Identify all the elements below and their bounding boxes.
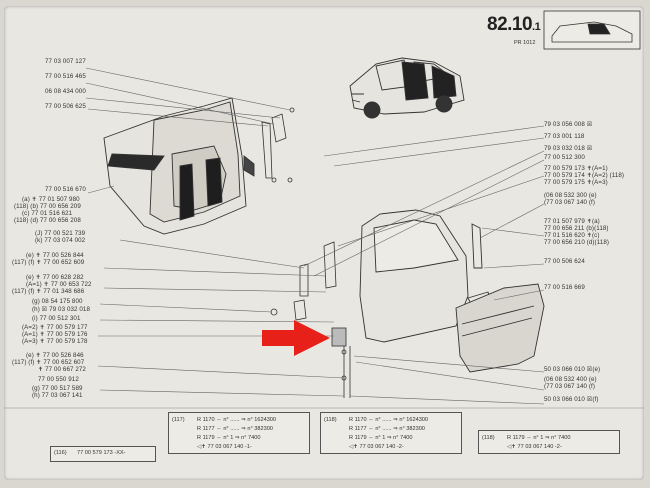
part-ref-right: 77 00 516 669 bbox=[544, 284, 585, 291]
part-ref-left: 77 03 007 127 bbox=[45, 58, 86, 65]
footer-note-117: (117) R 1170 ⇔ n° ...... ⇒ n° 1624300 R … bbox=[168, 412, 310, 454]
part-ref-left: 77 00 516 465 bbox=[45, 73, 86, 80]
part-ref-left: 77 00 550 912 bbox=[38, 376, 79, 383]
part-ref-right: (77 03 067 140 (f) bbox=[544, 199, 595, 206]
part-ref-left: (i) 77 00 512 301 bbox=[32, 315, 81, 322]
part-ref-right: 77 00 579 175 ✝(A=3) bbox=[544, 179, 608, 186]
part-ref-left: (117) (f) ✝ 77 00 652 609 bbox=[12, 259, 85, 266]
part-ref-right: (06 08 532 300 (e) bbox=[544, 192, 597, 199]
header-thumbnail-car bbox=[543, 10, 641, 50]
part-ref-right: 79 03 056 008 ☒ bbox=[544, 121, 593, 128]
part-ref-left: (h) 77 03 067 141 bbox=[32, 392, 83, 399]
door-diagram bbox=[4, 10, 644, 409]
part-ref-right: (06 08 532 400 (e) bbox=[544, 376, 597, 383]
part-ref-left: 06 08 434 000 bbox=[45, 88, 86, 95]
part-ref-right: 77 01 516 620 ✝(c) bbox=[544, 232, 600, 239]
part-ref-right: 77 03 001 118 bbox=[544, 133, 585, 140]
part-ref-right: 77 00 506 624 bbox=[544, 258, 585, 265]
part-ref-left: (a) ✝ 77 01 507 980 bbox=[22, 196, 80, 203]
part-ref-right: (77 03 067 140 (f) bbox=[544, 383, 595, 390]
car-illustration bbox=[349, 57, 465, 119]
part-ref-left: (A=1) ✝ 77 00 579 176 bbox=[22, 331, 88, 338]
window-channel-part bbox=[261, 107, 295, 183]
part-ref-left: (117) (f) ✝ 77 01 348 686 bbox=[12, 288, 85, 295]
part-ref-right: 77 00 656 211 (b)(118) bbox=[544, 225, 609, 232]
footer-note-116: (116) 77 00 579 173 -XX- bbox=[50, 446, 156, 462]
part-ref-right: 77 00 579 174 ✝(A=2) (118) bbox=[544, 172, 625, 179]
part-ref-left: (A=1) ✝ 77 00 653 722 bbox=[26, 281, 92, 288]
part-ref-left: (118) (d) 77 00 656 208 bbox=[14, 217, 81, 224]
hinge-parts bbox=[270, 241, 351, 398]
part-ref-left: (e) ✝ 77 00 526 844 bbox=[26, 252, 84, 259]
part-ref-right: 77 01 507 979 ✝(a) bbox=[544, 218, 600, 225]
part-ref-left: (e) ✝ 77 00 628 282 bbox=[26, 274, 84, 281]
part-ref-left: (A=2) ✝ 77 00 579 177 bbox=[22, 324, 88, 331]
part-ref-left: (e) ✝ 77 00 526 846 bbox=[26, 352, 84, 359]
part-ref-left: (117) (f) ✝ 77 00 652 607 bbox=[12, 359, 85, 366]
pr-code: PR 1012 bbox=[514, 40, 536, 46]
part-ref-right: 77 00 656 210 (d)(118) bbox=[544, 239, 610, 246]
parts-catalog-page: 82.10.1 PR 1012 bbox=[4, 6, 644, 480]
rear-door-panel bbox=[455, 283, 545, 373]
part-ref-left: (A=3) ✝ 77 00 579 178 bbox=[22, 338, 88, 345]
part-ref-left: (g) 08 54 175 800 bbox=[32, 298, 83, 305]
part-ref-left: (g) 77 00 517 589 bbox=[32, 385, 83, 392]
part-ref-left: ✝ 77 00 667 272 bbox=[38, 366, 86, 373]
footer-note-118-b: (118) R 1179 ⇔ n° 1 ⇒ n° 7400 ◁✝ 77 03 0… bbox=[478, 430, 620, 454]
right-door-illustration bbox=[359, 209, 493, 343]
red-pointer-arrow-icon bbox=[262, 320, 330, 356]
part-ref-right: 77 00 579 173 ✝(A=1) bbox=[544, 165, 608, 172]
page-number: 82.10.1 bbox=[487, 14, 541, 35]
part-ref-left: (k) 77 03 074 002 bbox=[35, 237, 86, 244]
part-ref-left: (118) (b) 77 00 656 209 bbox=[14, 203, 81, 210]
part-ref-left: 77 00 506 625 bbox=[45, 103, 86, 110]
part-ref-left: (c) 77 01 516 621 bbox=[22, 210, 73, 217]
part-ref-left: (J) 77 00 521 739 bbox=[35, 230, 86, 237]
part-ref-right: 77 00 512 300 bbox=[544, 154, 585, 161]
part-ref-right: 79 03 032 018 ☒ bbox=[544, 145, 593, 152]
left-door-illustration bbox=[103, 97, 255, 235]
part-ref-right: 50 03 066 010 ☒(f) bbox=[544, 396, 599, 403]
footer-note-118: (118) R 1170 ⇔ n° ...... ⇒ n° 1624300 R … bbox=[320, 412, 462, 454]
part-ref-left: (h) ☒ 79 03 032 018 bbox=[32, 306, 91, 313]
part-ref-right: 50 03 066 010 ☒(e) bbox=[544, 366, 601, 373]
part-ref-left: 77 00 516 670 bbox=[45, 186, 86, 193]
